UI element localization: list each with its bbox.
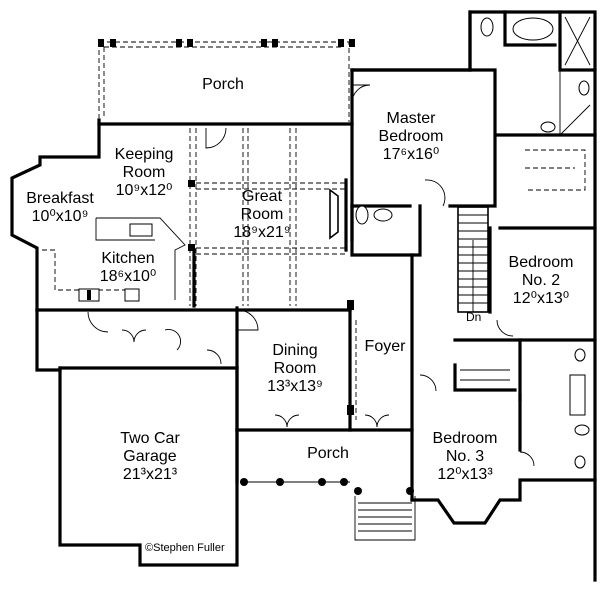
room-name-line2: No. 3 — [445, 448, 485, 465]
room-name-line1: Bedroom — [432, 430, 498, 447]
great-room-ceiling-grid — [188, 128, 346, 308]
room-label-bedroom-2: Bedroom No. 2 12⁰x13⁰ — [509, 254, 574, 308]
room-name-line2: No. 2 — [521, 272, 561, 289]
room-label-rear-porch: Porch — [202, 76, 244, 94]
room-name-line2: Room — [240, 206, 284, 223]
staircase — [457, 206, 489, 313]
front-porch — [235, 428, 416, 541]
room-name-line1: Bedroom — [508, 254, 574, 271]
room-label-bedroom-3: Bedroom No. 3 12⁰x13³ — [433, 430, 498, 484]
room-dimensions: 12⁰x13³ — [437, 466, 493, 483]
room-label-kitchen: Kitchen 18⁶x10⁰ — [100, 250, 157, 286]
room-label-foyer: Foyer — [365, 338, 406, 356]
room-label-dining-room: Dining Room 13³x13⁹ — [267, 342, 323, 396]
room-dimensions: 10⁹x12⁰ — [115, 182, 173, 199]
rear-porch-outline — [98, 39, 355, 122]
room-dimensions: 13³x13⁹ — [267, 378, 323, 395]
room-label-breakfast: Breakfast 10⁰x10⁹ — [26, 190, 94, 226]
room-label-great-room: Great Room 18⁹x21⁹ — [233, 188, 290, 242]
room-name: Kitchen — [101, 250, 155, 267]
room-dimensions: 18⁶x10⁰ — [99, 268, 157, 285]
room-name-line1: Dining — [272, 342, 318, 359]
room-label-garage: Two Car Garage 21³x21³ — [120, 430, 180, 484]
room-dimensions: 21³x21³ — [122, 466, 178, 483]
room-name-line1: Master — [386, 110, 436, 127]
room-name: Breakfast — [26, 190, 94, 207]
bedroom-3-walls — [410, 338, 597, 525]
room-name-line2: Bedroom — [378, 128, 444, 145]
room-dimensions: 10⁰x10⁹ — [31, 208, 89, 225]
door-swings — [87, 84, 535, 467]
room-name-line2: Garage — [123, 448, 177, 465]
fireplace — [329, 178, 348, 252]
bedroom-2-walls — [488, 226, 597, 342]
room-label-master-bedroom: Master Bedroom 17⁶x16⁰ — [379, 110, 444, 164]
room-label-keeping-room: Keeping Room 10⁹x12⁰ — [115, 146, 174, 200]
kitchen-counters — [42, 217, 186, 302]
room-name-line1: Two Car — [120, 430, 180, 447]
copyright-notice: ©Stephen Fuller — [145, 542, 225, 554]
room-dimensions: 12⁰x13⁰ — [512, 290, 570, 307]
room-dimensions: 18⁹x21⁹ — [233, 224, 291, 241]
room-name: Foyer — [364, 338, 406, 355]
room-name-line1: Keeping — [114, 146, 174, 163]
stair-down-label: Dn — [466, 310, 482, 324]
master-suite — [350, 10, 597, 257]
room-name: Porch — [202, 76, 244, 93]
dining-foyer-walls — [235, 253, 414, 502]
room-name-line1: Great — [241, 188, 283, 205]
room-dimensions: 17⁶x16⁰ — [382, 146, 440, 163]
room-name-line2: Room — [122, 164, 166, 181]
room-name-line2: Room — [273, 360, 317, 377]
room-label-front-porch: Porch — [307, 445, 349, 463]
room-name: Porch — [307, 445, 349, 462]
